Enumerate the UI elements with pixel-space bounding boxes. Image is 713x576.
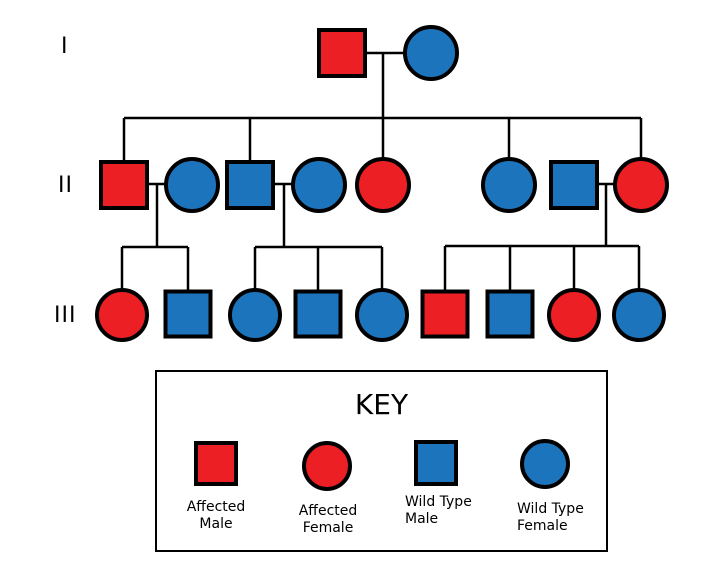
individual-II-1-affected-male: [99, 160, 149, 210]
individual-II-6-wildtype-female: [481, 157, 537, 213]
key-affected-female-label: Affected Female: [293, 503, 363, 537]
individual-I-2-wildtype-female: [403, 25, 459, 81]
individual-II-2-wildtype-female: [164, 157, 220, 213]
individual-II-7-wildtype-male: [549, 160, 599, 210]
individual-III-8-affected-female: [547, 288, 601, 342]
key-label-line: Affected: [186, 499, 246, 515]
key-wildtype-male-symbol: [414, 440, 458, 486]
individual-III-3-wildtype-female: [228, 288, 282, 342]
generation-label-III: III: [54, 303, 77, 328]
individual-II-4-wildtype-female: [291, 157, 347, 213]
key-label-line: Male: [405, 511, 439, 527]
individual-III-9-wildtype-female: [612, 288, 666, 342]
individual-II-5-affected-female: [355, 157, 411, 213]
individual-III-2-wildtype-male: [163, 289, 213, 339]
generation-label-II: II: [58, 173, 73, 198]
key-label-line: Male: [199, 516, 233, 532]
generation-label-I: I: [61, 34, 69, 59]
key-affected-female-symbol: [302, 441, 352, 491]
individual-III-6-affected-male: [420, 289, 470, 339]
key-label-line: Female: [302, 520, 354, 536]
individual-III-7-wildtype-male: [485, 289, 535, 339]
individual-III-1-affected-female: [95, 288, 149, 342]
individual-I-1-affected-male: [317, 28, 367, 78]
key-title: KEY: [354, 388, 409, 421]
key-affected-male-symbol: [194, 441, 238, 486]
key-label-line: Wild Type: [405, 494, 472, 510]
key-label-line: Wild Type: [517, 501, 584, 517]
individual-III-4-wildtype-male: [293, 289, 343, 339]
individual-III-5-wildtype-female: [355, 288, 409, 342]
individual-II-3-wildtype-male: [225, 160, 275, 210]
individual-II-8-affected-female: [613, 157, 669, 213]
key-wildtype-female-label: Wild Type Female: [517, 501, 584, 535]
key-wildtype-female-symbol: [520, 439, 570, 489]
key-label-line: Affected: [298, 503, 358, 519]
key-label-line: Female: [517, 518, 568, 534]
key-affected-male-label: Affected Male: [181, 499, 251, 533]
key-wildtype-male-label: Wild Type Male: [405, 494, 472, 528]
